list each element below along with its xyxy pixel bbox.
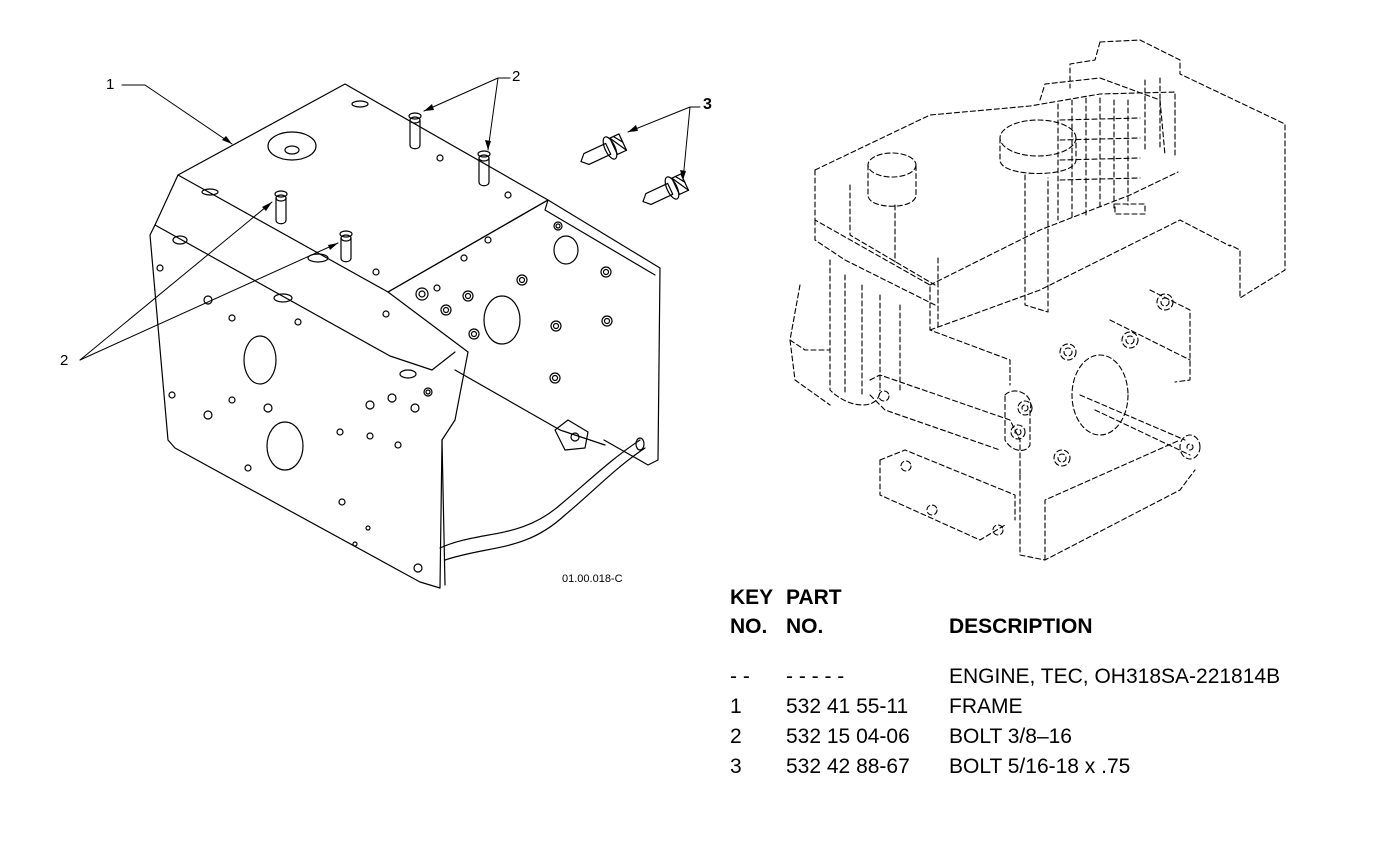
header-part-no: NO. xyxy=(786,615,824,638)
frame-drawing xyxy=(149,83,661,589)
header-description: DESCRIPTION xyxy=(949,615,1093,638)
header-part: PART xyxy=(786,586,842,609)
row-key: 1 xyxy=(730,695,742,718)
callout-frame: 1 xyxy=(106,76,115,93)
row-part-no: 532 41 55-11 xyxy=(786,695,909,718)
flange-bolts xyxy=(580,133,690,206)
engine-drawing xyxy=(789,39,1286,561)
row-description: ENGINE, TEC, OH318SA-221814B xyxy=(949,665,1281,688)
row-description: BOLT 3/8–16 xyxy=(949,725,1072,748)
row-part-no: - - - - - xyxy=(786,665,845,688)
parts-table: KEY PART NO. NO. DESCRIPTION - - - - - -… xyxy=(730,583,1370,785)
callout-flange-bolt: 3 xyxy=(703,96,712,113)
row-key: - - xyxy=(730,665,750,688)
parts-diagram xyxy=(79,39,1286,589)
table-header: KEY PART NO. NO. DESCRIPTION xyxy=(730,583,1370,641)
table-row: - - - - - - - ENGINE, TEC, OH318SA-22181… xyxy=(730,665,1370,695)
row-description: BOLT 5/16-18 x .75 xyxy=(949,755,1131,778)
callout-bolt-top: 2 xyxy=(512,68,521,85)
row-part-no: 532 42 88-67 xyxy=(786,755,910,778)
row-key: 3 xyxy=(730,755,742,778)
row-description: FRAME xyxy=(949,695,1023,718)
leader-lines xyxy=(79,77,701,361)
row-part-no: 532 15 04-06 xyxy=(786,725,910,748)
figure-code: 01.00.018-C xyxy=(562,573,623,585)
table-row: 2 532 15 04-06 BOLT 3/8–16 xyxy=(730,725,1370,755)
callout-bolt-left: 2 xyxy=(60,352,69,369)
row-key: 2 xyxy=(730,725,742,748)
bolt-studs xyxy=(274,112,491,263)
header-key: KEY xyxy=(730,586,774,609)
table-row: 1 532 41 55-11 FRAME xyxy=(730,695,1370,725)
header-key-no: NO. xyxy=(730,615,768,638)
table-row: 3 532 42 88-67 BOLT 5/16-18 x .75 xyxy=(730,755,1370,785)
